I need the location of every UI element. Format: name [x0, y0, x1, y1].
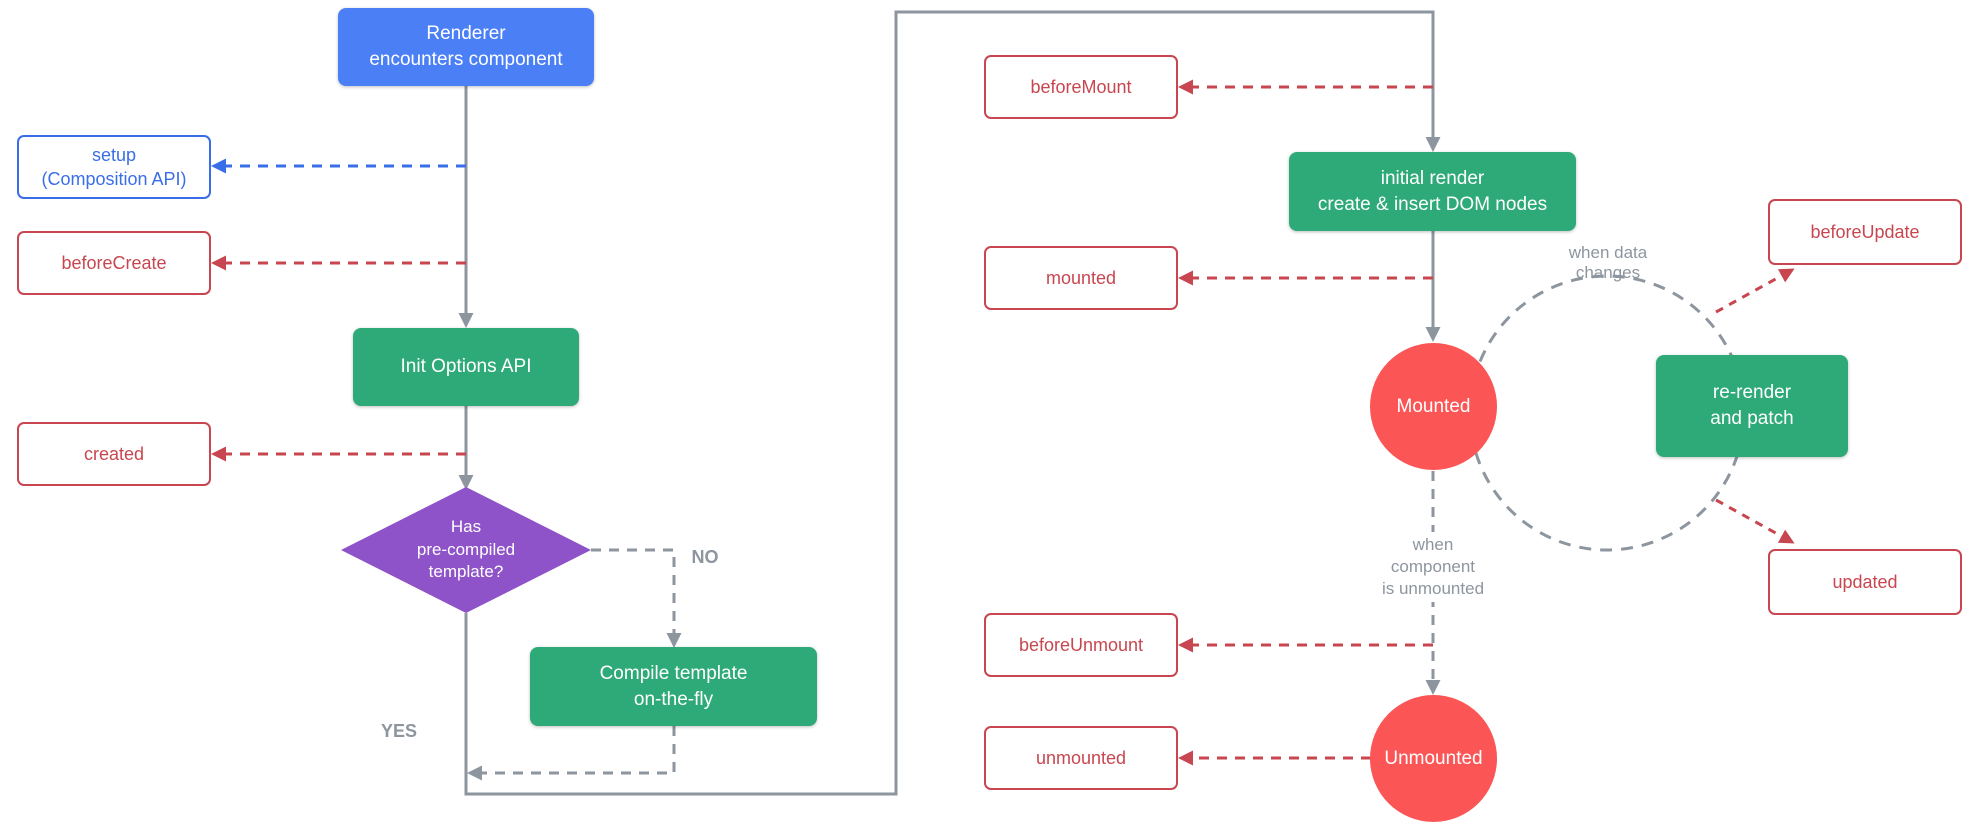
unmounted-hook: unmounted	[984, 726, 1178, 790]
compile-template-node: Compile template on-the-fly	[530, 647, 817, 726]
yes-label: YES	[380, 720, 418, 741]
when-data-changes-label: when data changes	[1568, 243, 1648, 282]
renderer-node: Renderer encounters component	[338, 8, 594, 86]
beforeupdate-hook: beforeUpdate	[1768, 199, 1962, 265]
arrow-to-updated	[1715, 498, 1795, 544]
setup-hook: setup (Composition API)	[17, 135, 211, 199]
unmounted-state: Unmounted	[1370, 695, 1497, 822]
initial-render-node: initial render create & insert DOM nodes	[1289, 152, 1576, 231]
beforeunmount-hook: beforeUnmount	[984, 613, 1178, 677]
flow-line-no-path	[591, 548, 682, 648]
beforemount-hook: beforeMount	[984, 55, 1178, 119]
no-label: NO	[691, 546, 719, 567]
mounted-hook: mounted	[984, 246, 1178, 310]
flow-line-yes-path	[464, 10, 1441, 796]
when-unmounted-label: when component is unmounted	[1366, 532, 1500, 602]
flow-line-compile-return	[467, 726, 676, 781]
updated-hook: updated	[1768, 549, 1962, 615]
decision-diamond	[341, 487, 591, 613]
init-options-node: Init Options API	[353, 328, 579, 406]
rerender-node: re-render and patch	[1656, 355, 1848, 457]
beforecreate-hook: beforeCreate	[17, 231, 211, 295]
mounted-state: Mounted	[1370, 343, 1497, 470]
created-hook: created	[17, 422, 211, 486]
arrow-to-beforeupdate	[1715, 268, 1795, 314]
has-template-label: Has pre-compiled template?	[416, 516, 516, 582]
